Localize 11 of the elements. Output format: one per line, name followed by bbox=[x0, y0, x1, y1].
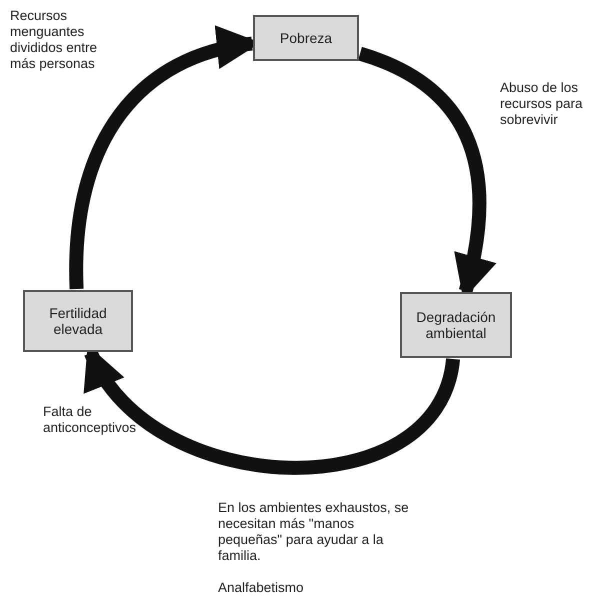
note-text: Falta de anticonceptivos bbox=[43, 404, 138, 436]
stippled-box bbox=[23, 290, 133, 352]
edge-label: Abuso de los recursos para sobrevivir bbox=[500, 80, 584, 128]
box-label: Fertilidad elevada bbox=[48, 305, 108, 337]
stippled-box bbox=[400, 292, 512, 358]
note-text: Analfabetismo bbox=[218, 580, 305, 596]
edge-label: En los ambientes exhaustos, se necesitan más "manos pequeñas" para ayudar a la familia. bbox=[218, 500, 410, 564]
box-label: Pobreza bbox=[280, 30, 332, 46]
edge-label: Recursos menguantes divididos entre más personas bbox=[10, 8, 98, 72]
box-label: Degradación ambiental bbox=[415, 309, 497, 341]
stippled-box bbox=[253, 15, 359, 61]
